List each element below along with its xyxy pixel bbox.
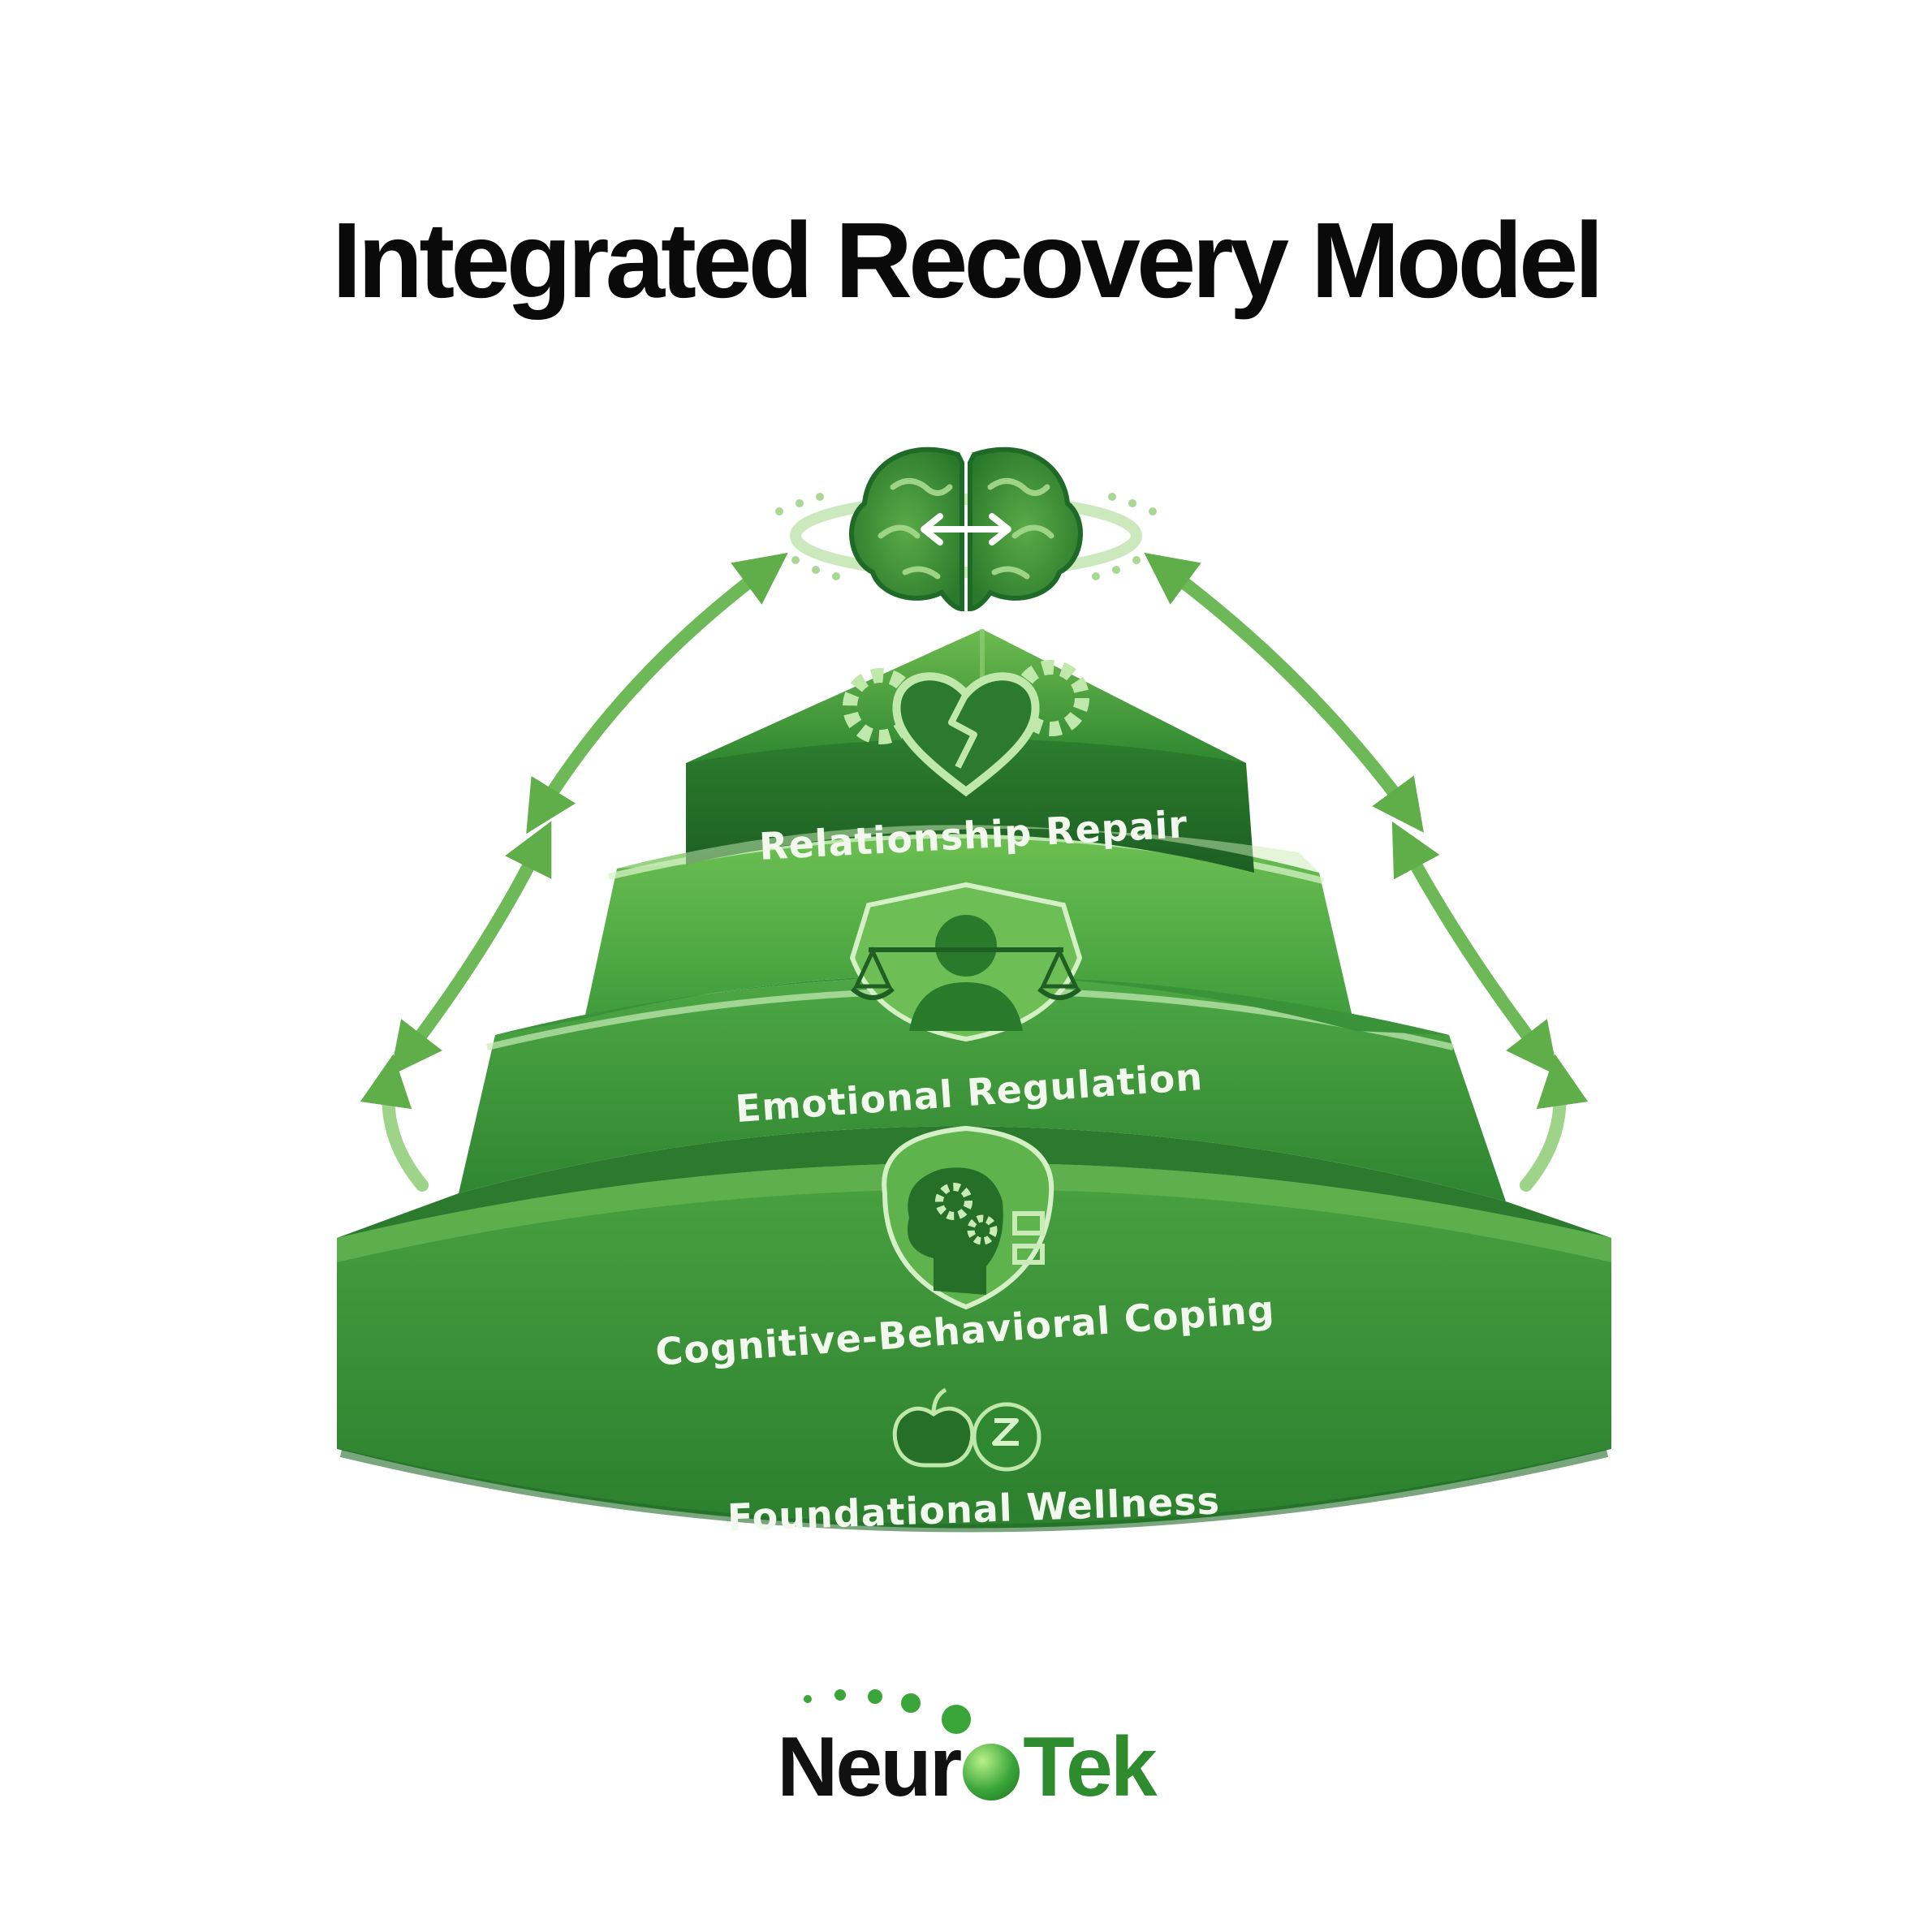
- heart-gears-icon: [843, 660, 1089, 797]
- apple-sleep-icon: [892, 1387, 1041, 1472]
- head-gears-icon: [882, 1125, 1054, 1310]
- tier-foundational-wellness: [337, 1162, 1611, 1533]
- arrow-right-upper: [1144, 552, 1424, 833]
- logo-text-part2: Tek: [1023, 1720, 1157, 1814]
- arrow-left-lower: [360, 1054, 429, 1192]
- arrow-right-lower: [1520, 1054, 1589, 1192]
- arrow-left-middle: [390, 821, 552, 1076]
- brain-icon: [775, 446, 1157, 612]
- cycle-arrows: [360, 552, 1589, 1192]
- balance-head-icon: [849, 882, 1083, 1042]
- page-title: Integrated Recovery Model: [331, 201, 1604, 320]
- arrow-left-upper: [526, 552, 788, 834]
- logo-o-ball-icon: [963, 1744, 1020, 1800]
- logo-wordmark: Neur Tek: [0, 1719, 1932, 1816]
- arrow-right-middle: [1391, 821, 1559, 1076]
- logo-dots-icon: [804, 1689, 971, 1734]
- neurotek-logo: [804, 1689, 971, 1734]
- logo-text-part1: Neur: [777, 1720, 962, 1814]
